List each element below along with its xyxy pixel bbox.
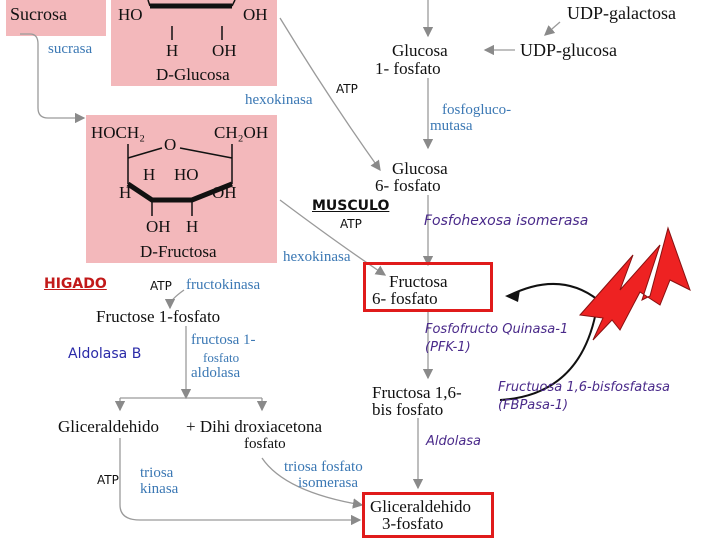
fructose-1p-prefix-text: Fructose 1- xyxy=(96,307,173,326)
udp-galactosa: UDP-galactosa xyxy=(567,3,676,23)
triosa-kinase-line2: kinasa xyxy=(140,481,179,497)
glucose-ho-top: HO xyxy=(118,5,143,24)
fbp-line1: Fructosa 1,6- xyxy=(372,383,462,402)
fructose-hoch2: HOCH₂ xyxy=(91,123,146,142)
udp-glucosa: UDP-glucosa xyxy=(520,40,617,60)
inhibition-bolt-icon xyxy=(579,226,691,341)
higado-label: HIGADO xyxy=(44,276,107,292)
sucrasa-enzyme: sucrasa xyxy=(48,41,93,57)
g6p-name: Glucosa xyxy=(392,159,448,178)
glucose-h: H xyxy=(166,41,179,60)
fructokinasa-enzyme: fructokinasa xyxy=(186,277,261,293)
fructose-oh2: OH xyxy=(146,217,171,236)
f6p-number: 6- fosfato xyxy=(372,289,438,308)
g3p-highlight xyxy=(362,492,494,538)
fructose-panel xyxy=(86,115,277,263)
tpi-line1: triosa fosfato xyxy=(284,459,363,475)
g1p-number: 1- fosfato xyxy=(375,59,441,78)
fbpase1-line2: (FBPasa-1) xyxy=(498,398,569,413)
f6p-name: Fructosa xyxy=(389,272,448,291)
tpi-line2: isomerasa xyxy=(298,475,358,491)
hexokinasa-1: hexokinasa xyxy=(245,92,313,108)
sucrosa-panel xyxy=(6,0,106,36)
fructose-h3: H xyxy=(186,217,199,236)
fbp-line2: bis fosfato xyxy=(372,400,444,419)
atp-label-4: ATP xyxy=(97,473,119,487)
fructose-ho: HO xyxy=(174,165,199,184)
g1p-name: Glucosa xyxy=(392,41,448,60)
dhap-fosfato: fosfato xyxy=(244,436,286,452)
fructose-1p-prefix: Fructose 1-fosfato xyxy=(96,308,220,325)
fructose-o: O xyxy=(164,135,177,154)
fructose-h2: H xyxy=(119,183,132,202)
fructose-6p-highlight xyxy=(363,262,493,312)
g3p-line1: Gliceraldehido xyxy=(370,497,472,516)
fructose-ch2oh: CH₂OH xyxy=(214,123,269,142)
fructose-h1: H xyxy=(143,165,156,184)
atp-label-2: ATP xyxy=(340,217,362,231)
g3p-line2: 3-fosfato xyxy=(382,514,444,533)
aldolasa-label: Aldolasa xyxy=(426,434,482,449)
fructose-1p-suffix: fosfato xyxy=(172,307,221,326)
pfk1-line1: Fosfofructo Quinasa-1 xyxy=(425,322,569,337)
fosfohexosa-isomerasa: Fosfohexosa isomerasa xyxy=(424,213,589,229)
aldolasa-b-label: Aldolasa B xyxy=(68,346,142,362)
dihidroxiacetona: + Dihi droxiacetona xyxy=(186,417,323,436)
glucose-panel xyxy=(111,0,277,86)
fructose-1p-aldolase-line2: fosfato xyxy=(203,350,240,365)
musculo-label: MUSCULO xyxy=(312,198,390,214)
fbpase1-line1: Fructuosa 1,6-bisfosfatasa xyxy=(498,380,671,395)
glucose-oh-bottom: OH xyxy=(212,41,237,60)
pfk1-line2: (PFK-1) xyxy=(425,340,471,355)
phosphoglucomutase-line1: fosfogluco- xyxy=(442,102,512,118)
hexokinasa-2: hexokinasa xyxy=(283,249,351,265)
gliceraldehido-left: Gliceraldehido xyxy=(58,417,160,436)
g6p-number: 6- fosfato xyxy=(375,176,441,195)
triosa-kinase-line1: triosa xyxy=(140,465,174,481)
fructose-name: D-Fructosa xyxy=(140,242,217,261)
atp-label-1: ATP xyxy=(336,82,358,96)
fructose-1p-aldolase-line3: aldolasa xyxy=(191,365,241,381)
glucose-name: D-Glucosa xyxy=(156,65,230,84)
phosphoglucomutase-line2: mutasa xyxy=(430,118,473,134)
sucrosa-title: Sucrosa xyxy=(10,4,67,24)
glucose-oh-top: OH xyxy=(243,5,268,24)
fructose-1p-aldolase-line1: fructosa 1- xyxy=(191,332,256,348)
atp-label-3: ATP xyxy=(150,279,172,293)
